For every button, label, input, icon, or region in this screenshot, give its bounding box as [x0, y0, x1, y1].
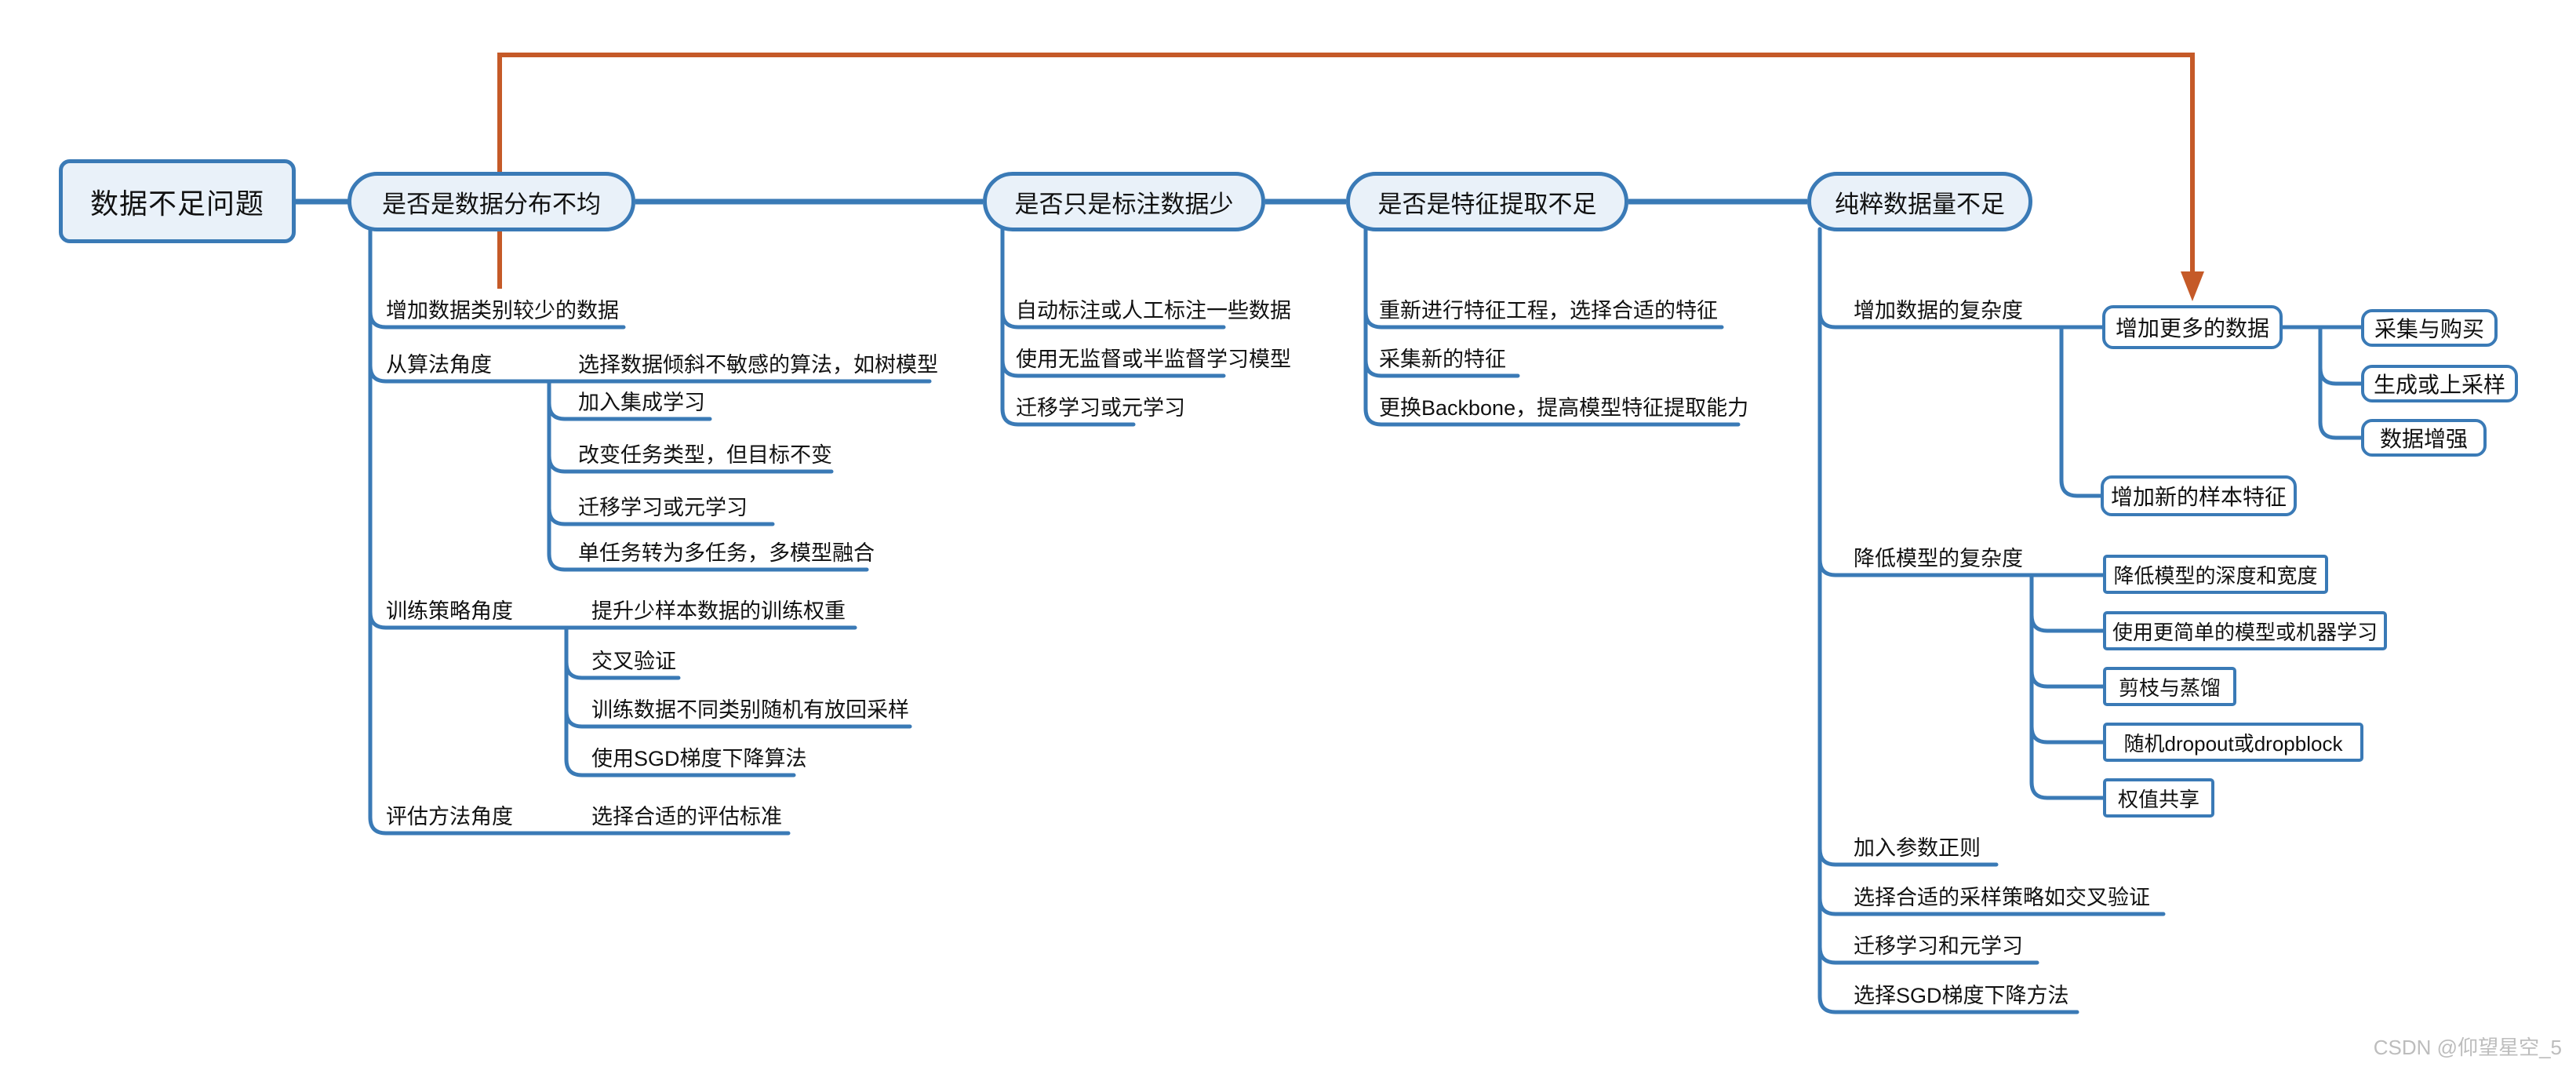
branch-node-feature-extraction[interactable]: 是否是特征提取不足 [1346, 172, 1628, 231]
leaf-collect-new-features[interactable]: 采集新的特征 [1379, 348, 1506, 371]
node-weight-sharing[interactable]: 权值共享 [2103, 778, 2214, 818]
leaf-cross-validation[interactable]: 交叉验证 [591, 650, 676, 673]
leaf-change-task-type[interactable]: 改变任务类型，但目标不变 [578, 443, 832, 467]
leaf-transfer-meta-learning[interactable]: 迁移学习或元学习 [1016, 396, 1185, 420]
leaf-redo-feature-engineering[interactable]: 重新进行特征工程，选择合适的特征 [1379, 299, 1718, 322]
branch-connectors [368, 227, 2363, 1014]
group-evaluation-angle[interactable]: 评估方法角度 [386, 805, 513, 828]
branch-node-few-labels[interactable]: 是否只是标注数据少 [983, 172, 1265, 231]
leaf-replace-backbone[interactable]: 更换Backbone，提高模型特征提取能力 [1379, 396, 1749, 420]
group-reduce-model-complexity[interactable]: 降低模型的复杂度 [1854, 547, 2023, 570]
leaf-raise-fewshot-weight[interactable]: 提升少样本数据的训练权重 [591, 599, 846, 623]
leaf-use-sgd[interactable]: 使用SGD梯度下降算法 [591, 747, 807, 770]
leaf-ensemble-learning[interactable]: 加入集成学习 [578, 391, 705, 414]
node-add-new-sample-features[interactable]: 增加新的样本特征 [2101, 475, 2297, 516]
group-increase-data-complexity[interactable]: 增加数据的复杂度 [1854, 299, 2023, 322]
leaf-sampling-strategy-cv[interactable]: 选择合适的采样策略如交叉验证 [1854, 886, 2150, 909]
leaf-transfer-and-meta-learning[interactable]: 迁移学习和元学习 [1854, 934, 2023, 958]
node-simpler-model-or-ml[interactable]: 使用更简单的模型或机器学习 [2103, 611, 2387, 650]
node-collect-or-purchase[interactable]: 采集与购买 [2361, 309, 2498, 347]
node-dropout-dropblock[interactable]: 随机dropout或dropblock [2103, 723, 2363, 762]
leaf-unsupervised-semisupervised[interactable]: 使用无监督或半监督学习模型 [1016, 348, 1291, 371]
leaf-auto-or-manual-labeling[interactable]: 自动标注或人工标注一些数据 [1016, 299, 1291, 322]
csdn-watermark: CSDN @仰望星空_5 [2373, 1036, 2562, 1059]
node-reduce-depth-width[interactable]: 降低模型的深度和宽度 [2103, 555, 2328, 594]
branch-node-data-distribution[interactable]: 是否是数据分布不均 [347, 172, 635, 231]
leaf-skew-insensitive-algorithm[interactable]: 选择数据倾斜不敏感的算法，如树模型 [578, 353, 938, 377]
node-add-more-data[interactable]: 增加更多的数据 [2102, 305, 2283, 349]
group-training-strategy-angle[interactable]: 训练策略角度 [386, 599, 513, 623]
leaf-parameter-regularization[interactable]: 加入参数正则 [1854, 836, 1981, 860]
node-data-augmentation[interactable]: 数据增强 [2361, 419, 2487, 457]
leaf-resample-with-replacement[interactable]: 训练数据不同类别随机有放回采样 [591, 698, 909, 722]
node-pruning-distillation[interactable]: 剪枝与蒸馏 [2103, 667, 2236, 706]
leaf-single-to-multi-task[interactable]: 单任务转为多任务，多模型融合 [578, 541, 875, 565]
leaf-choose-sgd-method[interactable]: 选择SGD梯度下降方法 [1854, 984, 2069, 1007]
leaf-proper-evaluation-metric[interactable]: 选择合适的评估标准 [591, 805, 782, 828]
branch-node-pure-data-shortage[interactable]: 纯粹数据量不足 [1807, 172, 2032, 231]
group-algorithm-angle[interactable]: 从算法角度 [386, 353, 492, 377]
leaf-add-minority-data[interactable]: 增加数据类别较少的数据 [386, 299, 619, 322]
leaf-transfer-or-meta-learning[interactable]: 迁移学习或元学习 [578, 496, 748, 519]
node-generate-or-upsample[interactable]: 生成或上采样 [2361, 365, 2518, 402]
redirect-arrowhead-icon [2181, 271, 2204, 301]
root-node[interactable]: 数据不足问题 [59, 159, 296, 243]
